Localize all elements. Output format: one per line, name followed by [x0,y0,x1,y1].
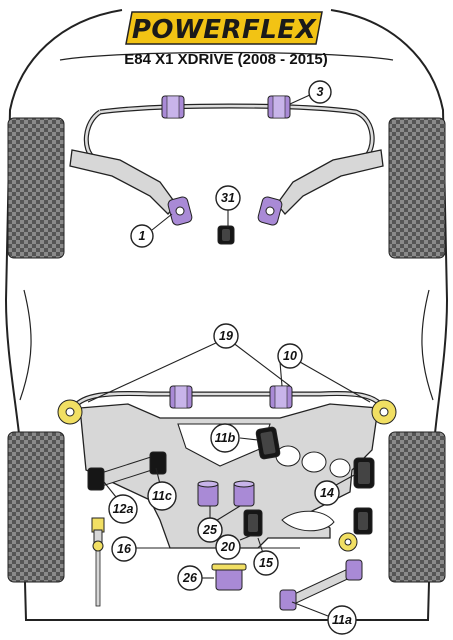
model-title: E84 X1 XDRIVE (2008 - 2015) [124,51,327,68]
callout-label: 31 [221,191,235,205]
lower-arm-bush-right [353,507,373,535]
wheel-front-left [7,117,65,259]
yellow-top-mount-right [338,532,358,552]
car-body-waist-right [421,289,434,401]
toe-link-arm [279,559,363,611]
diff-mount-bush-left [197,480,219,507]
callout-label: 11b [215,431,236,445]
callout-label: 12a [113,502,134,516]
front-drop-link-right [276,149,384,215]
callout-12a: 12a [108,494,138,524]
rear-subframe-mount-left [57,399,83,425]
leader-lines [87,93,371,617]
brand-name: POWERFLEX [132,15,318,45]
rear-drop-link [91,517,105,607]
callout-label: 3 [317,85,324,99]
callout-label: 25 [202,523,218,537]
wheel-rear-left [7,431,65,583]
callout-11c: 11c [147,481,177,511]
callout-label: 14 [320,486,334,500]
car-body-outline [4,9,449,621]
callout-label: 26 [182,571,198,585]
front-wishbone-bush-left [167,196,193,226]
callout-1: 1 [130,224,154,248]
callout-11a: 11a [327,605,357,635]
rear-subframe-mount-right [371,399,397,425]
callout-31: 31 [215,185,241,211]
front-anti-roll-bar [83,103,375,161]
callout-11b: 11b [210,423,240,453]
callout-26: 26 [177,565,203,591]
callout-15: 15 [253,550,279,576]
trailing-arm-bush-front [255,426,281,460]
engine-mount-insert [217,225,235,245]
callout-label: 10 [283,349,297,363]
powerflex-logo: POWERFLEX [125,11,323,45]
rear-bar-bush-left [169,385,193,409]
callout-label: 11a [332,613,352,627]
wheel-rear-right [388,431,446,583]
car-body-waist-left [19,289,32,401]
front-bar-bush-left [161,95,185,119]
front-wishbone-bush-right [257,196,283,226]
callout-label: 16 [117,542,132,556]
callout-label: 19 [219,329,233,343]
callout-25: 25 [197,517,223,543]
callout-label: 1 [139,229,146,243]
car-body-inner-line [59,51,394,61]
callout-20: 20 [215,534,241,560]
rear-bar-bush-right [269,385,293,409]
diff-mount-bush-right [233,480,255,507]
callout-19: 19 [213,323,239,349]
front-bar-bush-right [267,95,291,119]
callout-3: 3 [308,80,332,104]
bump-stop [211,563,247,591]
trailing-arm-bush-rear [353,457,375,489]
callout-label: 20 [220,540,235,554]
callout-16: 16 [111,536,137,562]
lower-arm-bush-left [243,509,263,537]
front-drop-link-left [69,149,177,215]
upper-control-arm-rear [87,451,167,491]
callout-label: 11c [152,489,172,503]
callout-10: 10 [277,343,303,369]
callout-label: 15 [259,556,274,570]
wheel-front-right [388,117,446,259]
rear-anti-roll-bar [69,391,387,412]
callout-14: 14 [314,480,340,506]
